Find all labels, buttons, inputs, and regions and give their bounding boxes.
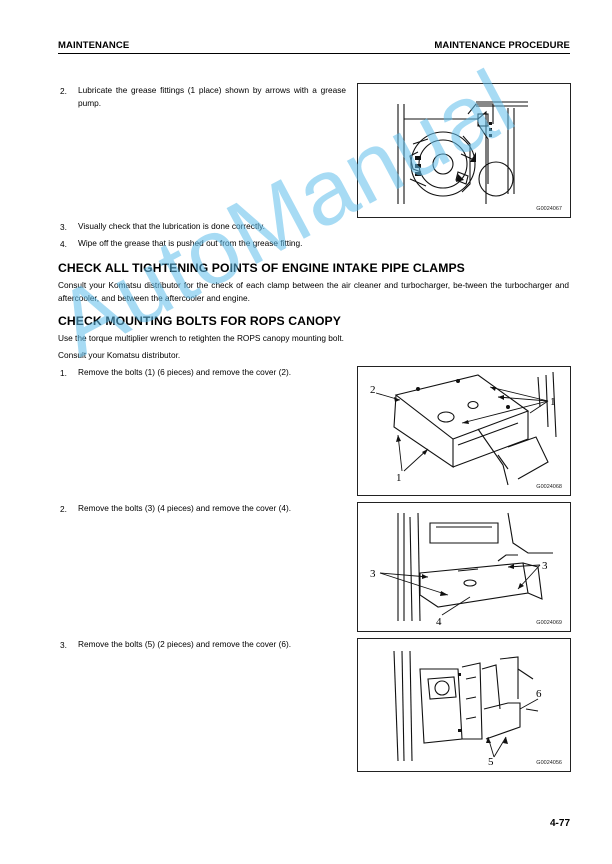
callout-3: 3 xyxy=(370,568,376,580)
figure-rops-cover-2: 2 1 1 G0024068 xyxy=(357,366,571,496)
section-heading-intake: CHECK ALL TIGHTENING POINTS OF ENGINE IN… xyxy=(58,261,465,275)
callout-5: 5 xyxy=(488,756,494,768)
step-number: 2. xyxy=(60,504,67,514)
figure-rops-cover-4: 3 3 4 G0024069 xyxy=(357,502,571,632)
header-rule xyxy=(58,53,570,54)
step-text: Wipe off the grease that is pushed out f… xyxy=(78,238,303,248)
rops-cover-illustration: 6 5 xyxy=(393,650,542,768)
step-number: 2. xyxy=(60,86,67,96)
callout-1: 1 xyxy=(550,396,556,408)
figure-grease-fitting: G0024067 xyxy=(357,83,571,218)
header-section-title: MAINTENANCE xyxy=(58,40,130,51)
section-body-rops-consult: Consult your Komatsu distributor. xyxy=(58,350,181,360)
step-number: 3. xyxy=(60,222,67,232)
figure-code: G0024068 xyxy=(536,484,562,490)
step-number: 1. xyxy=(60,368,67,378)
step-number: 3. xyxy=(60,640,67,650)
step-text: Visually check that the lubrication is d… xyxy=(78,221,265,231)
figure-code: G0024056 xyxy=(536,760,562,766)
step-text: Lubricate the grease fittings (1 place) … xyxy=(78,85,346,108)
rops-cover-illustration: 2 1 1 xyxy=(370,371,557,486)
step-text: Remove the bolts (3) (4 pieces) and remo… xyxy=(78,503,292,513)
callout-6: 6 xyxy=(536,688,542,700)
step-number: 4. xyxy=(60,239,67,249)
step-text: Remove the bolts (1) (6 pieces) and remo… xyxy=(78,367,292,377)
callout-2: 2 xyxy=(370,384,376,396)
callout-3: 3 xyxy=(542,560,548,572)
callout-1: 1 xyxy=(396,472,402,484)
callout-4: 4 xyxy=(436,616,442,628)
figure-code: G0024069 xyxy=(536,620,562,626)
step-text: Remove the bolts (5) (2 pieces) and remo… xyxy=(78,639,292,649)
section-body-intake: Consult your Komatsu distributor for the… xyxy=(58,280,569,303)
grease-fitting-illustration xyxy=(397,101,528,204)
section-heading-rops: CHECK MOUNTING BOLTS FOR ROPS CANOPY xyxy=(58,314,342,328)
page-number: 4-77 xyxy=(549,818,570,829)
rops-cover-illustration: 3 3 4 xyxy=(370,512,553,628)
section-body-rops: Use the torque multiplier wrench to reti… xyxy=(58,333,344,343)
figure-code: G0024067 xyxy=(536,206,562,212)
header-chapter-title: MAINTENANCE PROCEDURE xyxy=(434,40,570,51)
figure-rops-cover-6: 6 5 G0024056 xyxy=(357,638,571,772)
